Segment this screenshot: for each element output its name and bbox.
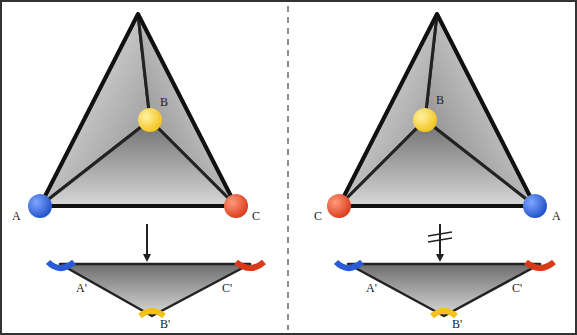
part-label: A	[12, 210, 21, 222]
part-label: C'	[222, 282, 232, 294]
right-tetrahedron	[327, 14, 547, 218]
part-label: C	[314, 210, 322, 222]
part-label: A'	[366, 282, 377, 294]
left-tetrahedron	[28, 14, 248, 218]
part-label: B	[160, 96, 168, 108]
binds-arrow	[146, 224, 148, 258]
part-label: C'	[512, 282, 522, 294]
right-binding-site	[336, 262, 554, 316]
part-label: A	[552, 210, 561, 222]
left-binding-site	[48, 262, 264, 316]
part-label: B'	[160, 318, 170, 330]
blocked-arrow	[428, 224, 452, 258]
part-label: C	[252, 210, 260, 222]
part-label: B	[436, 94, 444, 106]
part-label: B'	[452, 318, 462, 330]
part-label: A'	[76, 282, 87, 294]
